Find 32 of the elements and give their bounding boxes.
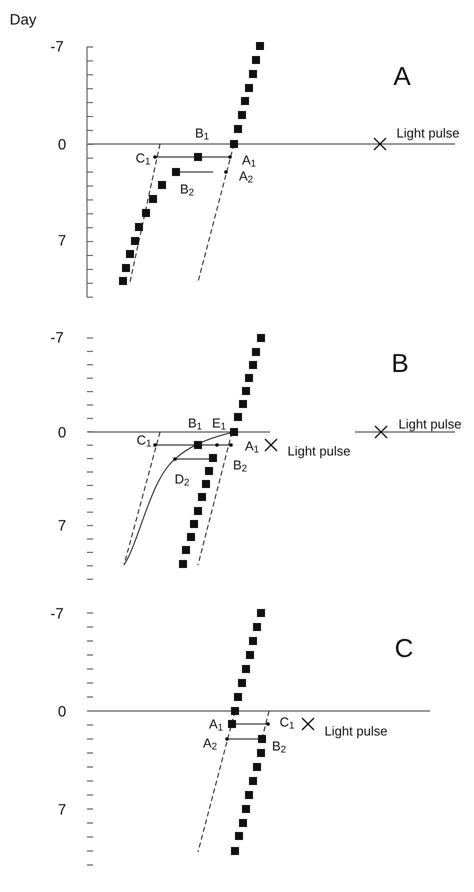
point-label: A$_{1}$ [244, 440, 260, 452]
point-label: C$_{1}$ [136, 152, 150, 164]
annotation-label: Light pulse [324, 724, 388, 738]
point-label: D$_{2}$ [174, 472, 190, 486]
point-label: A$_{1}$ [242, 154, 256, 166]
point-label: C$_{1}$ [136, 434, 152, 446]
point-label: B$_{1}$ [188, 416, 202, 430]
point-label: A$_{2}$ [238, 170, 254, 182]
tick-label: 0 [58, 426, 66, 440]
point-label: B$_{2}$ [272, 740, 286, 752]
panel-letter: A [393, 63, 411, 89]
axis-title: Day [10, 12, 36, 28]
tick-label: -7 [50, 40, 64, 54]
annotation-label: Light pulse [288, 444, 350, 458]
point-label: C$_{1}$ [280, 716, 294, 728]
tick-label: -7 [50, 330, 64, 346]
annotation-label: Light pulse [396, 126, 460, 140]
tick-label: 0 [58, 138, 66, 152]
point-label: B$_{2}$ [180, 182, 194, 196]
tick-label: 0 [58, 704, 66, 720]
point-label: E$_{1}$ [212, 416, 226, 430]
point-label: A$_{2}$ [202, 736, 218, 750]
tick-label: 7 [58, 234, 66, 248]
point-label: A$_{1}$ [208, 718, 224, 730]
tick-label: -7 [50, 606, 64, 622]
tick-label: 7 [58, 802, 66, 818]
point-label: B$_{2}$ [232, 458, 248, 472]
annotation-label: Light pulse [398, 418, 462, 430]
panel-letter: C [394, 635, 414, 661]
tick-label: 7 [58, 518, 66, 534]
point-label: B$_{1}$ [194, 126, 210, 140]
panel-letter: B [391, 350, 409, 376]
